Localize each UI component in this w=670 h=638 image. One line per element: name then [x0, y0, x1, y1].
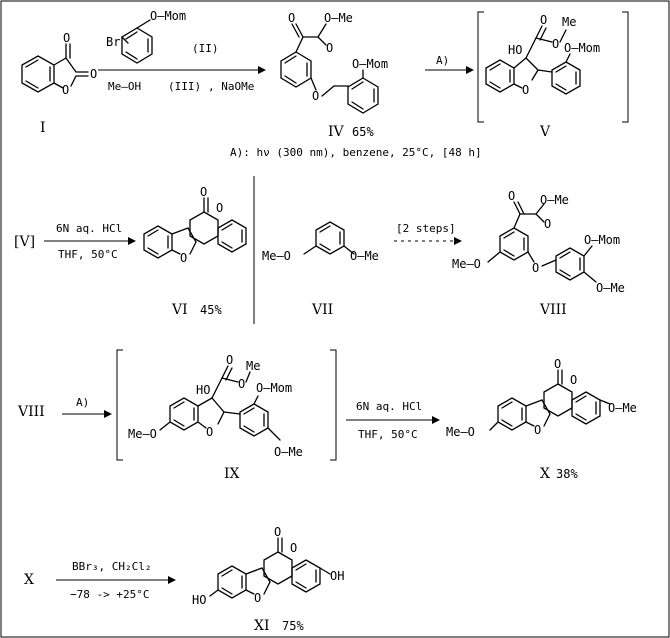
atom-O: O — [63, 31, 70, 45]
label-IX: IX — [224, 466, 240, 482]
atom-HO: HO — [196, 383, 210, 397]
atom-OMe: O—Me — [608, 401, 637, 415]
compound-IV-structure: O O—Me O O O—Mom — [280, 11, 388, 114]
label-VIII: VIII — [539, 302, 567, 318]
atom-O: O — [274, 525, 281, 539]
atom-O: O — [554, 357, 561, 371]
atom-O: O — [200, 185, 207, 199]
label-IV: IV — [328, 124, 345, 140]
atom-MeO: Me—O — [446, 425, 475, 439]
compound-XI-structure: O HO O O OH — [192, 525, 344, 607]
atom-O: O — [226, 353, 233, 367]
atom-O: O — [206, 425, 213, 439]
label-II: (II) — [192, 42, 219, 55]
condition-two-steps: [2 steps] — [396, 222, 456, 235]
atom-O: O — [312, 89, 319, 103]
atom-Me: Me — [246, 359, 260, 373]
atom-OMe: O—Me — [324, 11, 353, 25]
atom-OMe: O—Me — [596, 281, 625, 295]
atom-OMom: O—Mom — [564, 41, 600, 55]
atom-OMe: O—Me — [274, 445, 303, 459]
condition-A: A) — [436, 54, 449, 67]
atom-O: O — [62, 83, 69, 97]
compound-I-structure: O O O — [21, 31, 97, 97]
atom-OMom: O—Mom — [584, 233, 620, 247]
compound-VII-structure: Me—O O—Me — [262, 221, 379, 263]
atom-O: O — [180, 251, 187, 265]
label-X: X — [540, 466, 550, 482]
atom-O: O — [254, 591, 261, 605]
yield-IV: 65% — [352, 125, 374, 139]
atom-O: O — [552, 37, 559, 51]
atom-HO: HO — [508, 43, 522, 57]
atom-Br: Br — [106, 35, 120, 49]
atom-OMom: O—Mom — [256, 381, 292, 395]
condition-hcl: 6N aq. HCl — [56, 222, 122, 235]
reagent-II-structure: Br O—Mom — [106, 9, 186, 64]
atom-O: O — [290, 541, 297, 555]
atom-HO: HO — [192, 593, 206, 607]
compound-VI-structure: O O O — [143, 185, 247, 265]
atom-MeO: Me—O — [262, 249, 291, 263]
condition-A-definition: A): hν (300 nm), benzene, 25°C, [48 h] — [230, 146, 482, 159]
atom-MeO: Me—O — [128, 427, 157, 441]
reagent-NaOMe: , NaOMe — [208, 80, 254, 93]
yield-VI: 45% — [200, 303, 222, 317]
atom-OMe: O—Me — [350, 249, 379, 263]
atom-OMe: O—Me — [540, 193, 569, 207]
condition-A-2: A) — [76, 396, 89, 409]
ref-V: [V] — [14, 234, 35, 250]
yield-X: 38% — [556, 467, 578, 481]
atom-O: O — [216, 201, 223, 215]
ref-VIII: VIII — [17, 404, 45, 420]
atom-OMom: O—Mom — [150, 9, 186, 23]
atom-O: O — [570, 373, 577, 387]
condition-bbr3: BBr₃, CH₂Cl₂ — [72, 560, 151, 573]
condition-temp: −78 -> +25°C — [70, 588, 149, 601]
atom-O: O — [90, 67, 97, 81]
reagent-MeOH: Me—OH — [108, 80, 141, 93]
atom-O: O — [238, 377, 245, 391]
atom-OH: OH — [330, 569, 344, 583]
atom-O: O — [522, 83, 529, 97]
yield-XI: 75% — [282, 619, 304, 633]
condition-thf: THF, 50°C — [58, 248, 118, 261]
compound-X-structure: O Me—O O O O—Me — [446, 357, 637, 439]
atom-O: O — [508, 189, 515, 203]
compound-V-structure: O HO O O Me O—Mom — [485, 13, 600, 97]
atom-O: O — [532, 261, 539, 275]
label-III: (III) — [168, 80, 201, 93]
label-XI: XI — [254, 618, 270, 634]
atom-OMom: O—Mom — [352, 57, 388, 71]
atom-O: O — [544, 217, 551, 231]
compound-IX-structure: O Me—O HO O O Me O—Mom O—Me — [128, 353, 303, 459]
label-V: V — [539, 124, 551, 140]
atom-O: O — [534, 423, 541, 437]
condition-hcl-2: 6N aq. HCl — [356, 400, 422, 413]
atom-MeO: Me—O — [452, 257, 481, 271]
atom-O: O — [540, 13, 547, 27]
compound-VIII-structure: O O—Me O Me—O O O—Mom O—Me — [452, 189, 625, 295]
label-VII: VII — [311, 302, 333, 318]
atom-Me: Me — [562, 15, 576, 29]
label-I: I — [40, 120, 46, 136]
condition-thf-2: THF, 50°C — [358, 428, 418, 441]
ref-X: X — [24, 572, 34, 588]
atom-O: O — [326, 41, 333, 55]
atom-O: O — [288, 11, 295, 25]
label-VI: VI — [171, 302, 188, 318]
